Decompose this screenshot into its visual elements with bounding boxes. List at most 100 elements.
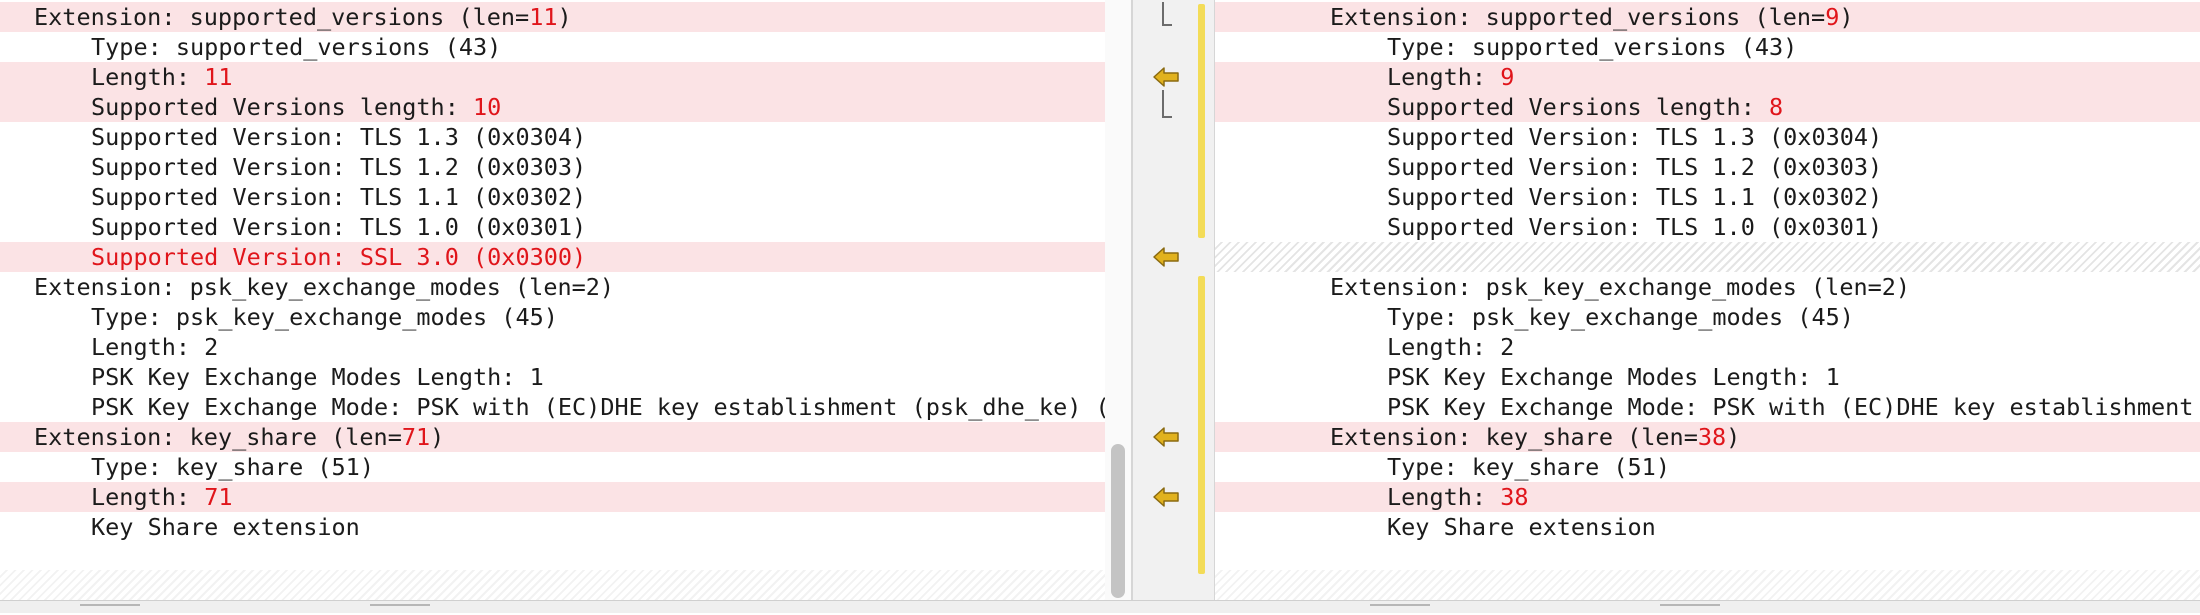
diff-line[interactable]: Extension: psk_key_exchange_modes (len=2… <box>1215 272 2200 302</box>
diff-line-text: Extension: supported_versions (len=9) <box>1330 2 1854 32</box>
change-bracket-icon <box>1162 2 1172 26</box>
change-bracket-icon <box>1162 90 1172 118</box>
diff-line[interactable]: Type: psk_key_exchange_modes (45) <box>0 302 1105 332</box>
empty-area <box>1215 570 2200 600</box>
diff-line-changed[interactable]: Supported Version: SSL 3.0 (0x0300) <box>0 242 1105 272</box>
diff-line-changed[interactable]: Supported Versions length: 10 <box>0 92 1105 122</box>
diff-line-changed[interactable]: Extension: supported_versions (len=9) <box>1215 2 2200 32</box>
diff-line-text: Length: 38 <box>1387 482 1528 512</box>
diff-text-segment: Extension: key_share (len= <box>1330 423 1698 451</box>
diff-text-segment: PSK Key Exchange Mode: PSK with (EC)DHE … <box>91 393 1105 421</box>
diff-line-changed[interactable]: Extension: supported_versions (len=11) <box>0 2 1105 32</box>
diff-text-segment: Type: supported_versions (43) <box>91 33 502 61</box>
diff-line-text: Supported Version: SSL 3.0 (0x0300) <box>91 242 586 272</box>
diff-line[interactable]: Supported Version: TLS 1.3 (0x0304) <box>1215 122 2200 152</box>
diff-text-segment: Key Share extension <box>1387 513 1656 541</box>
diff-text-segment: Length: <box>1387 483 1501 511</box>
diff-line[interactable]: PSK Key Exchange Modes Length: 1 <box>1215 362 2200 392</box>
diff-line[interactable]: Length: 2 <box>0 332 1105 362</box>
diff-text-segment: Extension: key_share (len= <box>34 423 402 451</box>
diff-line-text: Length: 11 <box>91 62 232 92</box>
diff-line-changed[interactable]: Supported Versions length: 8 <box>1215 92 2200 122</box>
diff-line-text: PSK Key Exchange Mode: PSK with (EC)DHE … <box>1387 392 2200 422</box>
diff-highlight-value: 9 <box>1825 3 1840 31</box>
diff-text-segment: Type: key_share (51) <box>1387 453 1670 481</box>
merge-left-arrow-icon[interactable] <box>1152 486 1180 508</box>
diff-line[interactable]: Type: supported_versions (43) <box>0 32 1105 62</box>
diff-text-segment: Type: psk_key_exchange_modes (45) <box>91 303 558 331</box>
diff-text-segment: Type: key_share (51) <box>91 453 374 481</box>
right-diff-pane[interactable]: Extension: supported_versions (len=9)Typ… <box>1215 0 2200 600</box>
diff-line[interactable]: Type: key_share (51) <box>0 452 1105 482</box>
diff-line-text: Supported Version: TLS 1.3 (0x0304) <box>1387 122 1882 152</box>
diff-line-text: PSK Key Exchange Modes Length: 1 <box>91 362 544 392</box>
diff-line[interactable]: Supported Version: TLS 1.1 (0x0302) <box>1215 182 2200 212</box>
merge-left-arrow-icon[interactable] <box>1152 426 1180 448</box>
diff-text-segment: Extension: psk_key_exchange_modes (len=2… <box>1330 273 1911 301</box>
diff-line[interactable]: Type: psk_key_exchange_modes (45) <box>1215 302 2200 332</box>
diff-line[interactable]: Type: key_share (51) <box>1215 452 2200 482</box>
diff-line-text: Supported Version: TLS 1.2 (0x0303) <box>1387 152 1882 182</box>
diff-line-text: Supported Version: TLS 1.0 (0x0301) <box>91 212 586 242</box>
diff-highlight-value: 38 <box>1697 423 1727 451</box>
merge-left-arrow-icon[interactable] <box>1152 66 1180 88</box>
diff-text-segment: Supported Version: SSL 3.0 (0x0300) <box>91 243 587 271</box>
diff-text-segment: Supported Version: TLS 1.1 (0x0302) <box>1387 183 1883 211</box>
diff-text-segment: Extension: supported_versions (len= <box>34 3 530 31</box>
change-marker-bar <box>1198 4 1205 238</box>
left-diff-pane[interactable]: Extension: supported_versions (len=11)Ty… <box>0 0 1105 600</box>
merge-left-arrow-icon[interactable] <box>1152 246 1180 268</box>
diff-line-text: Type: supported_versions (43) <box>91 32 501 62</box>
diff-line-text: Length: 71 <box>91 482 232 512</box>
diff-line[interactable]: Length: 2 <box>1215 332 2200 362</box>
diff-text-segment: PSK Key Exchange Modes Length: 1 <box>91 363 544 391</box>
diff-text-segment: Length: 2 <box>91 333 219 361</box>
diff-line[interactable]: Supported Version: TLS 1.0 (0x0301) <box>1215 212 2200 242</box>
diff-text-segment: Length: 2 <box>1387 333 1515 361</box>
diff-text-segment: Supported Versions length: <box>1387 93 1770 121</box>
diff-line[interactable]: Key Share extension <box>0 512 1105 542</box>
diff-line[interactable]: PSK Key Exchange Mode: PSK with (EC)DHE … <box>0 392 1105 422</box>
left-scrollbar-thumb[interactable] <box>1111 444 1125 598</box>
diff-line-changed[interactable]: Length: 11 <box>0 62 1105 92</box>
diff-line[interactable]: PSK Key Exchange Modes Length: 1 <box>0 362 1105 392</box>
diff-line-text: Type: key_share (51) <box>91 452 374 482</box>
diff-line-text: Extension: psk_key_exchange_modes (len=2… <box>34 272 614 302</box>
diff-line-text: PSK Key Exchange Mode: PSK with (EC)DHE … <box>91 392 1105 422</box>
diff-line-text: Supported Version: TLS 1.3 (0x0304) <box>91 122 586 152</box>
diff-line[interactable]: Type: supported_versions (43) <box>1215 32 2200 62</box>
diff-highlight-value: 10 <box>473 93 502 121</box>
diff-line-text: Supported Versions length: 8 <box>1387 92 1783 122</box>
missing-line-placeholder <box>1215 242 2200 272</box>
diff-line-changed[interactable]: Extension: key_share (len=71) <box>0 422 1105 452</box>
diff-line[interactable]: Extension: psk_key_exchange_modes (len=2… <box>0 272 1105 302</box>
diff-text-segment: Type: psk_key_exchange_modes (45) <box>1387 303 1854 331</box>
diff-line[interactable]: Supported Version: TLS 1.2 (0x0303) <box>0 152 1105 182</box>
status-fragment <box>80 604 140 615</box>
diff-line-text: Type: psk_key_exchange_modes (45) <box>1387 302 1854 332</box>
status-fragment <box>1370 604 1430 615</box>
diff-highlight-value: 8 <box>1769 93 1784 121</box>
diff-line[interactable]: PSK Key Exchange Mode: PSK with (EC)DHE … <box>1215 392 2200 422</box>
diff-highlight-value: 71 <box>401 423 431 451</box>
diff-text-segment: ) <box>1839 3 1854 31</box>
diff-line-text: Supported Version: TLS 1.2 (0x0303) <box>91 152 586 182</box>
diff-line-changed[interactable]: Extension: key_share (len=38) <box>1215 422 2200 452</box>
diff-text-segment: Length: <box>91 483 205 511</box>
diff-text-segment: Supported Version: TLS 1.0 (0x0301) <box>91 213 587 241</box>
diff-text-segment: ) <box>1726 423 1741 451</box>
diff-line-changed[interactable]: Length: 9 <box>1215 62 2200 92</box>
diff-line-changed[interactable]: Length: 71 <box>0 482 1105 512</box>
diff-line[interactable]: Key Share extension <box>1215 512 2200 542</box>
diff-text-segment: Length: <box>91 63 205 91</box>
diff-line[interactable]: Supported Version: TLS 1.3 (0x0304) <box>0 122 1105 152</box>
diff-line-text: Length: 2 <box>91 332 218 362</box>
diff-text-segment: Key Share extension <box>91 513 360 541</box>
diff-line-changed[interactable]: Length: 38 <box>1215 482 2200 512</box>
diff-line[interactable]: Supported Version: TLS 1.1 (0x0302) <box>0 182 1105 212</box>
diff-text-segment: PSK Key Exchange Mode: PSK with (EC)DHE … <box>1387 393 2194 421</box>
diff-line[interactable]: Supported Version: TLS 1.0 (0x0301) <box>0 212 1105 242</box>
diff-text-segment: Extension: supported_versions (len= <box>1330 3 1826 31</box>
status-fragment <box>1660 604 1720 615</box>
diff-line[interactable]: Supported Version: TLS 1.2 (0x0303) <box>1215 152 2200 182</box>
